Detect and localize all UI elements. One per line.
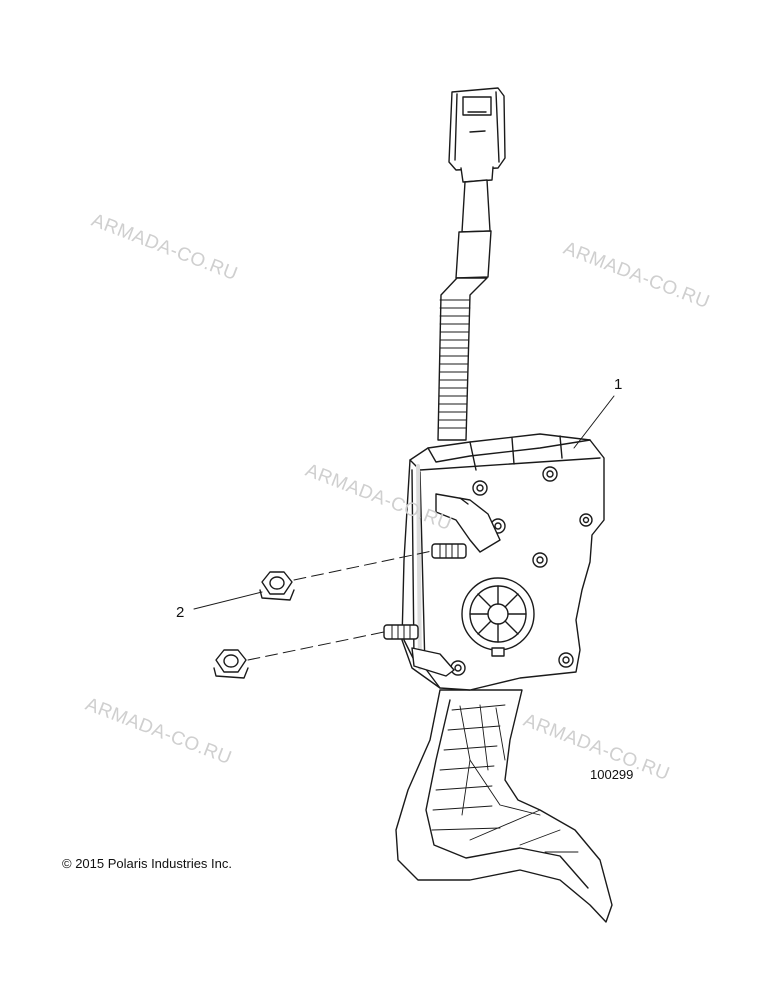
copyright-notice: © 2015 Polaris Industries Inc.	[62, 856, 232, 871]
wire-harness	[437, 179, 492, 441]
alignment-line-lower	[247, 631, 385, 661]
flange-nut-lower	[213, 649, 249, 679]
leader-line-part-2	[193, 591, 263, 610]
stud-lower	[383, 624, 419, 640]
alignment-line-upper	[293, 550, 433, 581]
leader-line-part-1	[573, 395, 615, 449]
flange-nut-upper	[259, 571, 295, 601]
diagram-code: 100299	[590, 767, 634, 782]
callout-part-2: 2	[176, 604, 185, 621]
electrical-connector	[448, 87, 506, 183]
callout-part-1: 1	[614, 376, 623, 393]
stud-upper	[431, 543, 467, 559]
pedal-arm	[395, 689, 613, 923]
pedal-sensor-housing	[401, 433, 605, 691]
